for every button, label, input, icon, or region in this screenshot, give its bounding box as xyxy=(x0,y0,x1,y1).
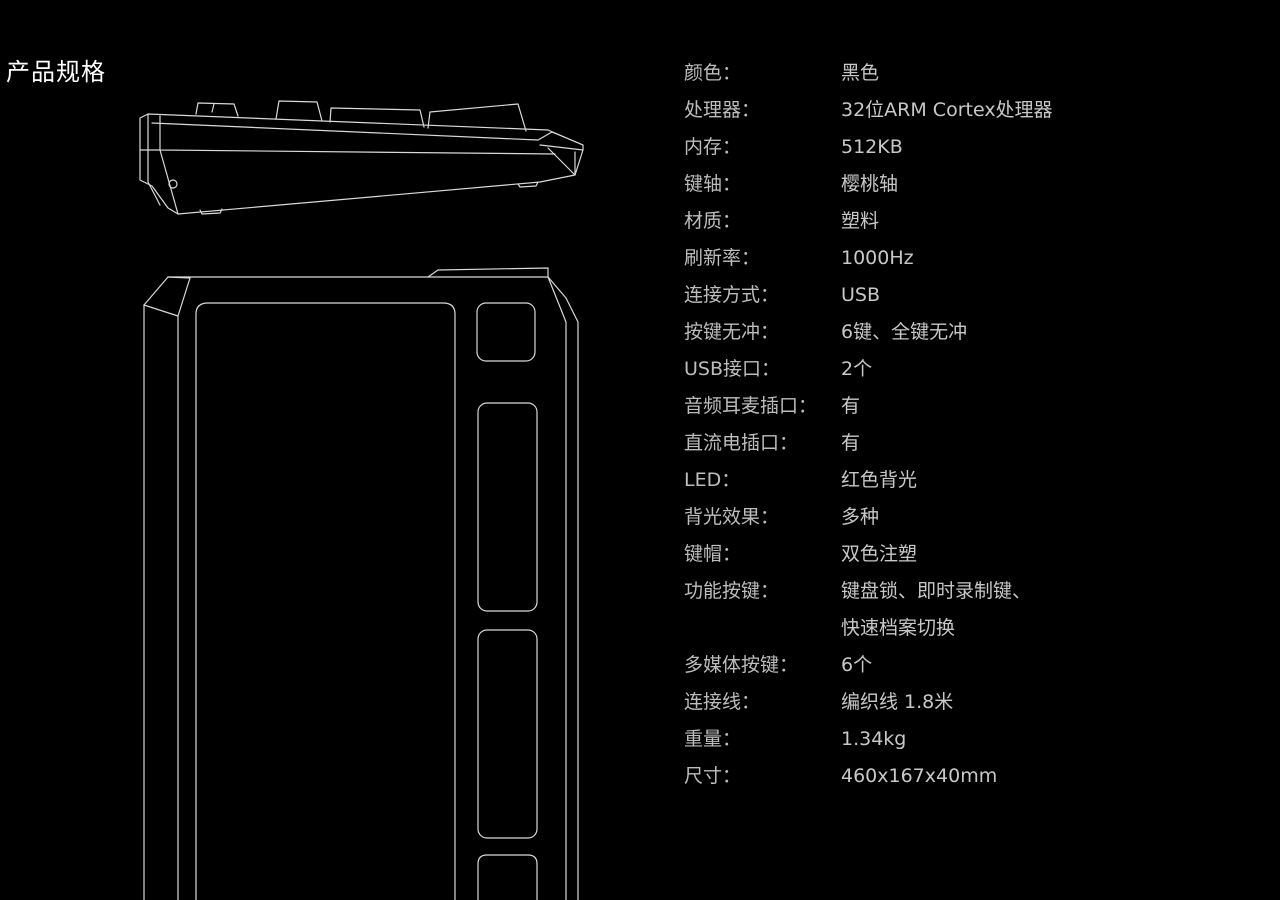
spec-label: 重量： xyxy=(684,728,742,750)
spec-value: 有 xyxy=(841,388,1244,425)
spec-value-line: 快速档案切换 xyxy=(841,617,956,639)
spec-row: 直流电插口： 有 xyxy=(684,425,1244,462)
spec-value: 1.34kg xyxy=(841,721,1244,758)
spec-value-line: 黑色 xyxy=(841,62,880,84)
spec-label: 多媒体按键： xyxy=(684,654,799,676)
spec-value: USB xyxy=(841,277,1244,314)
spec-value-line: 红色背光 xyxy=(841,469,918,491)
spec-label: 直流电插口： xyxy=(684,432,799,454)
spec-value: 460x167x40mm xyxy=(841,758,1244,795)
spec-label: 背光效果： xyxy=(684,506,780,528)
keyboard-drawing xyxy=(139,100,584,900)
spec-row: LED： 红色背光 xyxy=(684,462,1244,499)
spec-label: 处理器： xyxy=(684,99,761,121)
spec-row: 连接线： 编织线 1.8米 xyxy=(684,684,1244,721)
spec-label: 连接方式： xyxy=(684,284,780,306)
spec-value: 多种 xyxy=(841,499,1244,536)
spec-label: 材质： xyxy=(684,210,742,232)
spec-value: 有 xyxy=(841,425,1244,462)
spec-row: 内存： 512KB xyxy=(684,129,1244,166)
keyboard-side-view-icon xyxy=(139,100,584,215)
spec-row: 尺寸： 460x167x40mm xyxy=(684,758,1244,795)
spec-value-line: 32位ARM Cortex处理器 xyxy=(841,99,1053,121)
spec-value-line: USB xyxy=(841,284,881,306)
spec-value: 32位ARM Cortex处理器 xyxy=(841,92,1244,129)
spec-row: 按键无冲： 6键、全键无冲 xyxy=(684,314,1244,351)
spec-label: 功能按键： xyxy=(684,580,780,602)
spec-label: 颜色： xyxy=(684,62,742,84)
spec-value: 樱桃轴 xyxy=(841,166,1244,203)
spec-row: 颜色： 黑色 xyxy=(684,55,1244,92)
spec-label: 内存： xyxy=(684,136,742,158)
spec-value: 6键、全键无冲 xyxy=(841,314,1244,351)
section-title: 产品规格 xyxy=(6,58,106,86)
spec-label: USB接口： xyxy=(684,358,781,380)
spec-row: USB接口： 2个 xyxy=(684,351,1244,388)
spec-value: 塑料 xyxy=(841,203,1244,240)
spec-value-line: 1.34kg xyxy=(841,728,907,750)
spec-value: 6个 xyxy=(841,647,1244,684)
spec-value-line: 有 xyxy=(841,432,861,454)
spec-list: 颜色： 黑色处理器： 32位ARM Cortex处理器内存： 512KB 键轴： 樱桃轴材… xyxy=(684,55,1244,795)
spec-value: 红色背光 xyxy=(841,462,1244,499)
spec-value: 1000Hz xyxy=(841,240,1244,277)
spec-label: 音频耳麦插口： xyxy=(684,395,818,417)
spec-row: 刷新率： 1000Hz xyxy=(684,240,1244,277)
spec-label: 尺寸： xyxy=(684,765,742,787)
spec-value-line: 有 xyxy=(841,395,861,417)
spec-row: 材质： 塑料 xyxy=(684,203,1244,240)
spec-row: 连接方式： USB xyxy=(684,277,1244,314)
spec-value: 编织线 1.8米 xyxy=(841,684,1244,721)
spec-row: 键帽： 双色注塑 xyxy=(684,536,1244,573)
spec-row: 多媒体按键： 6个 xyxy=(684,647,1244,684)
spec-row: 处理器： 32位ARM Cortex处理器 xyxy=(684,92,1244,129)
spec-row: 功能按键： 键盘锁、即时录制键、快速档案切换 xyxy=(684,573,1244,647)
spec-label: 按键无冲： xyxy=(684,321,780,343)
spec-value-line: 编织线 1.8米 xyxy=(841,691,954,713)
spec-value-line: 双色注塑 xyxy=(841,543,918,565)
spec-value-line: 多种 xyxy=(841,506,880,528)
spec-label: 键轴： xyxy=(684,173,742,195)
spec-value-line: 1000Hz xyxy=(841,247,914,269)
spec-value-line: 塑料 xyxy=(841,210,880,232)
spec-value-line: 512KB xyxy=(841,136,903,158)
spec-value-line: 6个 xyxy=(841,654,873,676)
spec-label: LED： xyxy=(684,469,741,491)
spec-value: 黑色 xyxy=(841,55,1244,92)
spec-value: 双色注塑 xyxy=(841,536,1244,573)
spec-label: 连接线： xyxy=(684,691,761,713)
spec-value-line: 键盘锁、即时录制键、 xyxy=(841,580,1032,602)
spec-row: 背光效果： 多种 xyxy=(684,499,1244,536)
spec-value-line: 6键、全键无冲 xyxy=(841,321,968,343)
spec-value-line: 樱桃轴 xyxy=(841,173,899,195)
spec-row: 重量： 1.34kg xyxy=(684,721,1244,758)
spec-value: 2个 xyxy=(841,351,1244,388)
spec-value-line: 2个 xyxy=(841,358,873,380)
spec-value: 键盘锁、即时录制键、快速档案切换 xyxy=(841,573,1244,647)
keyboard-top-view-icon xyxy=(143,267,579,900)
spec-value: 512KB xyxy=(841,129,1244,166)
spec-row: 音频耳麦插口： 有 xyxy=(684,388,1244,425)
spec-label: 键帽： xyxy=(684,543,742,565)
spec-row: 键轴： 樱桃轴 xyxy=(684,166,1244,203)
spec-label: 刷新率： xyxy=(684,247,761,269)
spec-value-line: 460x167x40mm xyxy=(841,765,998,787)
